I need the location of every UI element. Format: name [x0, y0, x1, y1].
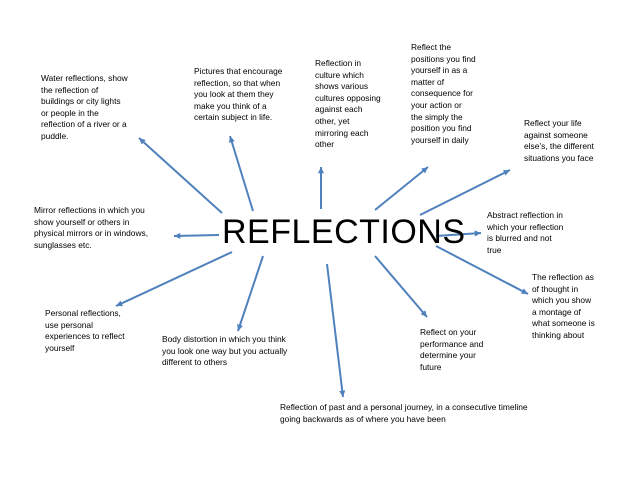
- arrow-to-thought: [435, 245, 529, 295]
- note-past: Reflection of past and a personal journe…: [280, 402, 528, 424]
- central-topic-title: REFLECTIONS: [222, 213, 466, 251]
- arrow-to-abstract: [435, 230, 482, 237]
- arrow-to-water: [138, 137, 223, 214]
- note-performance: Reflect on your performance and determin…: [420, 327, 484, 372]
- note-thought: The reflection as of thought in which yo…: [532, 272, 595, 340]
- arrow-to-culture: [317, 167, 325, 209]
- note-pictures: Pictures that encourage reflection, so t…: [194, 66, 283, 123]
- arrow-to-pictures: [228, 135, 254, 212]
- arrow-to-mirror: [173, 232, 220, 239]
- arrow-to-past: [326, 263, 346, 398]
- note-culture: Reflection in culture which shows variou…: [315, 58, 381, 150]
- arrow-to-body: [237, 255, 264, 332]
- arrow-to-performance: [374, 255, 428, 318]
- note-mirror: Mirror reflections in which you show you…: [34, 205, 149, 250]
- note-life: Reflect your life against someone else’s…: [524, 118, 594, 163]
- note-abstract: Abstract reflection in which your reflec…: [487, 210, 564, 255]
- note-positions: Reflect the positions you find yourself …: [411, 42, 476, 145]
- arrow-to-life: [419, 169, 511, 216]
- note-water-reflections: Water reflections, show the reflection o…: [41, 73, 128, 141]
- arrow-to-personal: [115, 251, 233, 307]
- note-personal: Personal reflections, use personal exper…: [45, 308, 125, 353]
- arrow-to-positions: [374, 166, 429, 211]
- note-body-distortion: Body distortion in which you think you l…: [162, 334, 288, 368]
